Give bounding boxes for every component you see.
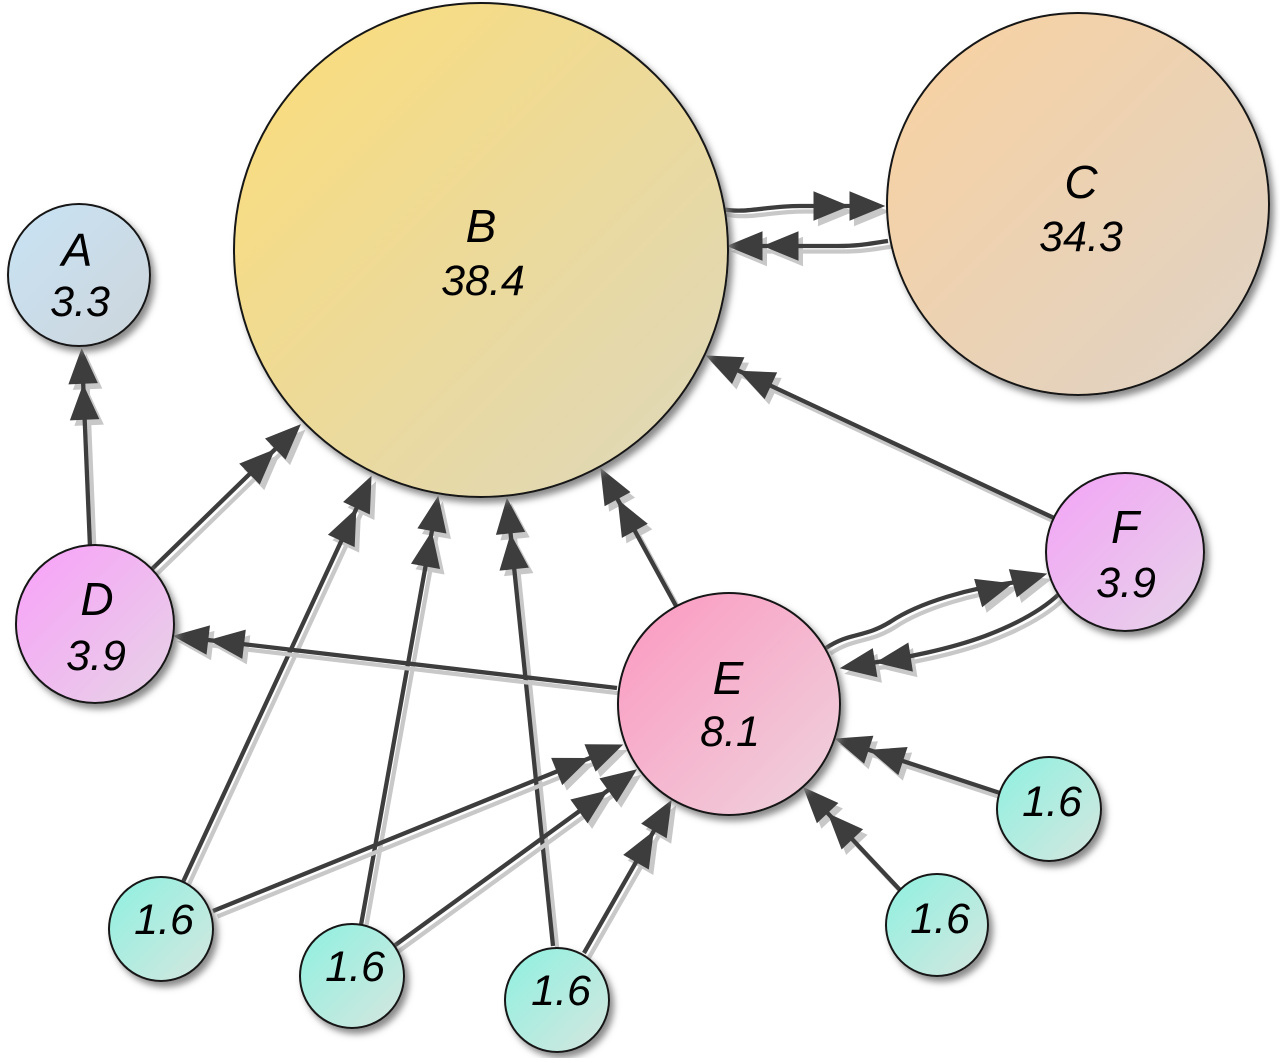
svg-text:D: D <box>80 573 113 625</box>
svg-text:E: E <box>713 652 745 704</box>
svg-text:1.6: 1.6 <box>134 896 194 944</box>
svg-text:3.9: 3.9 <box>1096 559 1156 607</box>
svg-text:C: C <box>1064 156 1098 208</box>
svg-text:F: F <box>1111 501 1142 553</box>
svg-text:1.6: 1.6 <box>910 895 970 943</box>
svg-text:1.6: 1.6 <box>325 943 385 991</box>
svg-text:34.3: 34.3 <box>1039 213 1123 261</box>
svg-text:8.1: 8.1 <box>700 708 760 756</box>
svg-text:B: B <box>466 200 497 252</box>
svg-text:3.9: 3.9 <box>66 632 126 680</box>
svg-text:1.6: 1.6 <box>1022 778 1082 826</box>
svg-text:38.4: 38.4 <box>441 257 525 305</box>
svg-text:1.6: 1.6 <box>531 967 591 1015</box>
svg-text:3.3: 3.3 <box>50 278 110 326</box>
svg-text:A: A <box>59 224 93 276</box>
